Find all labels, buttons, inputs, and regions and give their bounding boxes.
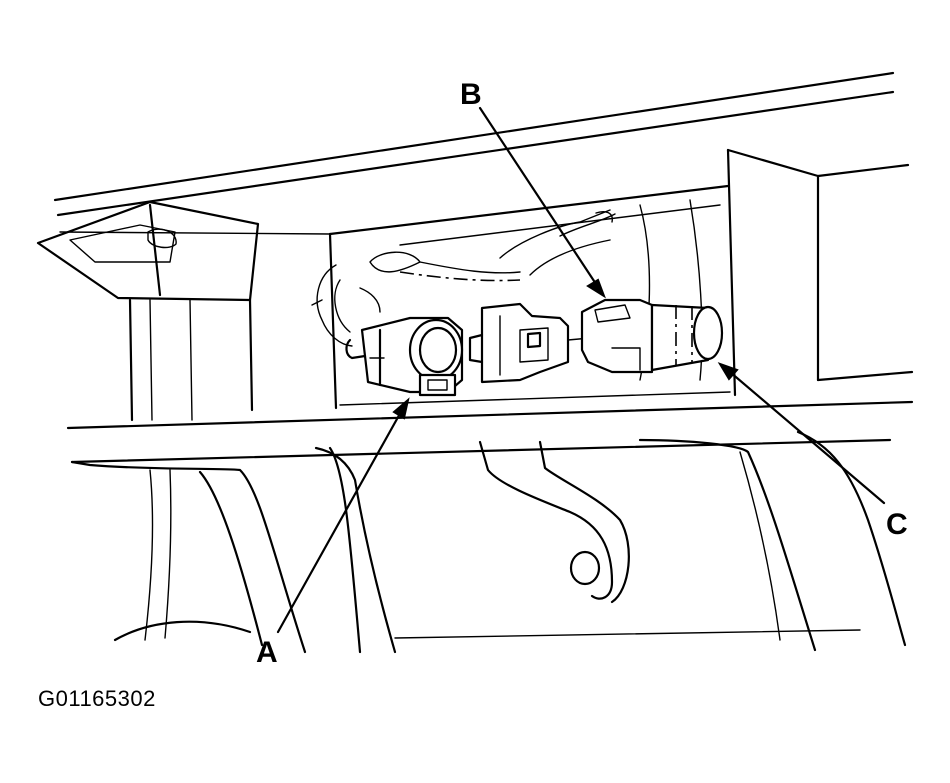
leader-line-b xyxy=(478,106,606,299)
leader-line-c xyxy=(717,362,886,505)
right-pillar-trim xyxy=(726,148,914,397)
wiring-harness xyxy=(311,209,616,347)
callout-label-c: C xyxy=(886,508,908,541)
recess-panel xyxy=(328,184,730,410)
lower-center-bracket xyxy=(314,440,861,654)
connector-c xyxy=(580,298,724,374)
connector-b xyxy=(468,302,591,384)
leader-line-a xyxy=(276,397,410,634)
callout-label-b: B xyxy=(460,78,482,111)
figure-code: G01165302 xyxy=(38,686,156,711)
lower-left-frame xyxy=(70,460,307,654)
roof-beam xyxy=(66,391,914,464)
lower-right-frame xyxy=(638,430,907,652)
callout-label-a: A xyxy=(256,636,278,669)
connector-a xyxy=(345,316,464,397)
left-trim-panel xyxy=(36,200,260,422)
